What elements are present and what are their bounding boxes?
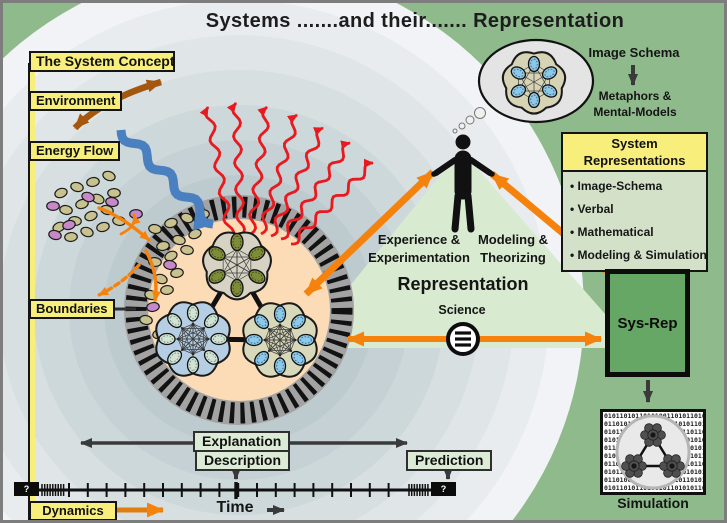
system-representations-panel: System Representations • Image-Schema • … [561, 132, 708, 272]
cell-particle [70, 181, 84, 193]
cell-particle [129, 209, 143, 220]
cell-particle [48, 229, 62, 241]
cell-particle [80, 226, 94, 238]
label-boundaries: Boundaries [29, 299, 115, 319]
label-metaphors-2: Mental-Models [593, 105, 677, 119]
cell-particle [81, 191, 95, 203]
cell-particle [62, 219, 76, 231]
cell-particle [156, 240, 170, 252]
cell-particle [75, 198, 89, 210]
bullet-icon: • [570, 225, 575, 239]
bullet-icon: • [570, 179, 575, 193]
timeline-unknown-left: ? [14, 482, 39, 496]
bullet-icon: • [570, 202, 575, 216]
cell-particle [102, 170, 116, 182]
cell-particle [86, 176, 100, 188]
cell-particle [172, 234, 186, 246]
boundary-exchange-arrows [97, 206, 161, 302]
label-dynamics: Dynamics [29, 501, 117, 520]
label-energy-flow: Energy Flow [29, 141, 121, 161]
equivalence-icon [446, 322, 480, 356]
concept-line [30, 63, 35, 520]
cell-particle [163, 259, 177, 271]
thought-bubble-trail [452, 107, 486, 134]
subsystem-top [202, 231, 272, 301]
label-explanation: Explanation [193, 431, 291, 452]
label-simulation: Simulation [617, 495, 689, 511]
cell-particle [180, 244, 194, 256]
simulated-system-icon [615, 414, 691, 490]
cell-particle [180, 212, 194, 224]
person-figure [431, 134, 495, 233]
cell-particle [170, 267, 184, 279]
cell-particle [54, 187, 68, 199]
timeline [17, 482, 455, 499]
label-metaphors-1: Metaphors & [598, 89, 672, 103]
cell-particle [146, 301, 160, 313]
subsystem-left [155, 301, 231, 377]
cell-particle [105, 196, 119, 208]
sys-rep-box: Sys-Rep [605, 269, 690, 377]
image-schema-blob [501, 51, 567, 115]
panel-item-mathematical: • Mathematical [570, 225, 654, 239]
label-modeling: Modeling & Theorizing [477, 232, 549, 265]
cell-particle [148, 223, 162, 235]
panel-header: System Representations [563, 134, 706, 172]
cell-particle [160, 284, 174, 296]
cell-particle [64, 231, 78, 243]
representation-triangle [299, 150, 635, 348]
label-system-concept: The System Concept [29, 51, 175, 72]
label-representation: Representation [397, 274, 529, 294]
cell-particle [107, 188, 121, 199]
energy-in-arrow [116, 129, 214, 231]
simulation-box: 01011010110101001101011010 0110101001010… [600, 409, 706, 495]
panel-body: • Image-Schema • Verbal • Mathematical •… [563, 172, 707, 270]
label-prediction: Prediction [406, 450, 493, 471]
label-image-schema: Image Schema [588, 45, 680, 60]
label-environment: Environment [29, 91, 123, 111]
cell-particle [96, 221, 110, 233]
cell-particle [164, 250, 178, 262]
diagram-art [3, 3, 724, 520]
label-experience: Experience & Experimentation [368, 232, 470, 265]
label-science: Science [438, 303, 486, 317]
cell-particle [59, 204, 73, 216]
panel-item-image-schema: • Image-Schema [570, 179, 663, 193]
label-time: Time [216, 499, 254, 516]
page-title: Systems .......and their....... Represen… [205, 10, 625, 32]
label-description: Description [195, 450, 291, 471]
cell-particle [139, 314, 153, 326]
cell-particle [46, 201, 60, 212]
subsystem-right [242, 302, 318, 378]
panel-item-modeling-simulation: • Modeling & Simulation [570, 248, 707, 262]
timeline-unknown-right: ? [431, 482, 456, 496]
cell-particle [84, 210, 98, 222]
experience-arrow [303, 169, 436, 297]
bullet-icon: • [570, 248, 575, 262]
cell-particle [164, 217, 178, 229]
panel-item-verbal: • Verbal [570, 202, 614, 216]
